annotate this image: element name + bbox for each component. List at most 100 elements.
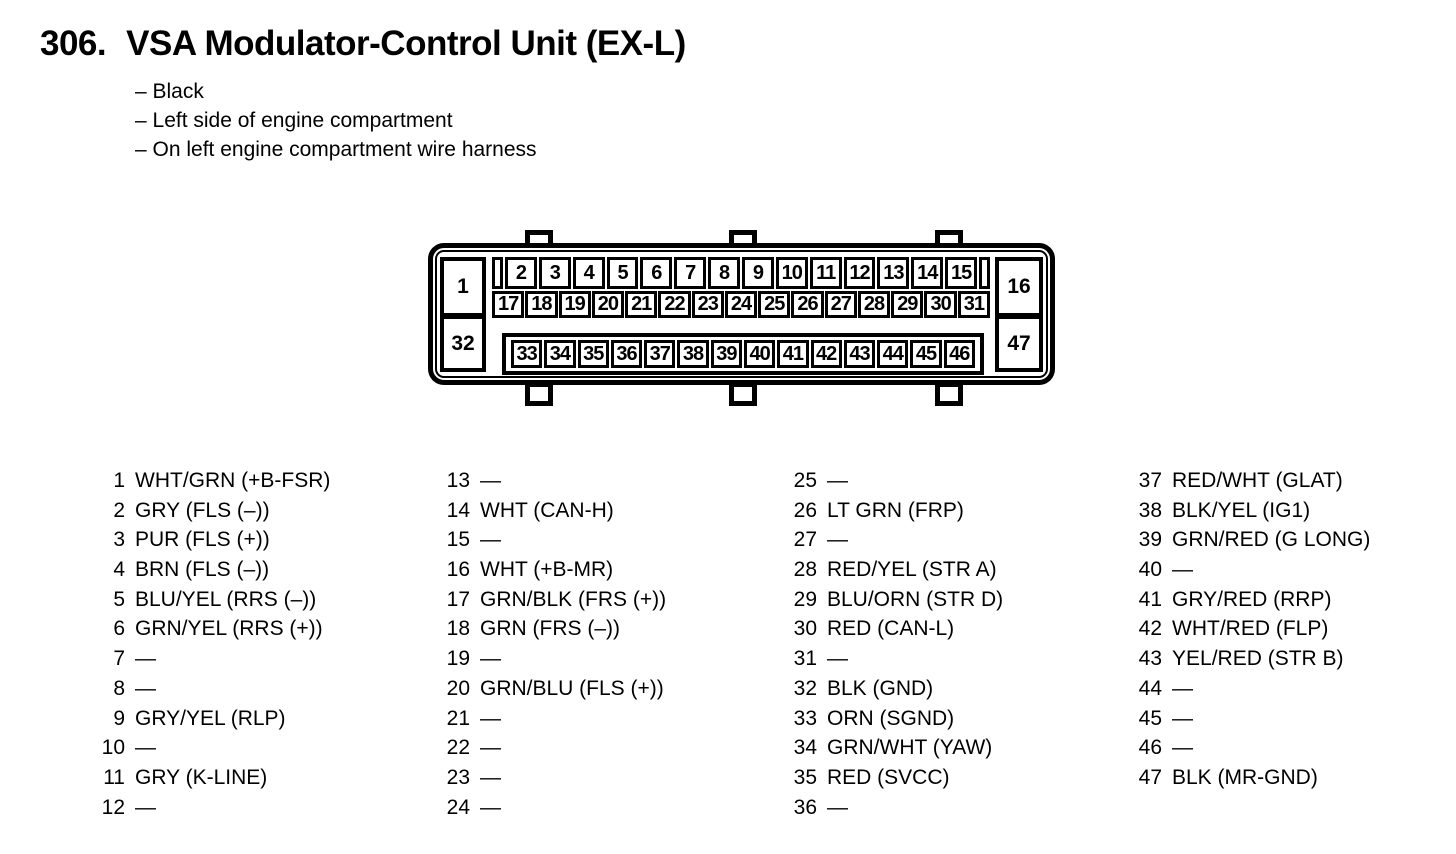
pin-description: ORN (SGND) xyxy=(827,706,955,730)
connector-tab-bottom-left xyxy=(525,382,553,406)
connector-pin-13: 13 xyxy=(877,257,910,289)
connector-pin-30: 30 xyxy=(924,291,957,318)
detail-color: – Black xyxy=(135,80,204,103)
pin-number: 25 xyxy=(793,469,817,492)
pin-description: BLU/ORN (STR D) xyxy=(827,587,1004,611)
pin-number: 15 xyxy=(446,528,470,552)
blank-cell xyxy=(979,257,990,289)
connector-pin-17: 17 xyxy=(492,291,525,318)
pin-row-11: 11 GRY (K-LINE) xyxy=(85,763,330,793)
pin-description: — xyxy=(135,736,156,760)
connector-pin-22: 22 xyxy=(658,291,691,318)
pin-row-45: 45— xyxy=(1122,704,1370,734)
connector-pin-42: 42 xyxy=(810,340,842,368)
pin-description: — xyxy=(480,647,501,671)
pin-number: 23 xyxy=(446,765,470,789)
connector-pin-5: 5 xyxy=(606,257,639,289)
pin-description: GRN/WHT (YAW) xyxy=(827,736,993,760)
pin-description: — xyxy=(480,765,501,789)
connector-pin-19: 19 xyxy=(558,291,591,318)
pin-number: 41 xyxy=(1138,587,1162,611)
pin-number: 14 xyxy=(446,498,470,522)
pin-number: 33 xyxy=(793,706,817,730)
pin-description: RED/YEL (STR A) xyxy=(827,558,997,582)
connector-pin-15: 15 xyxy=(945,257,978,289)
connector-pin-45: 45 xyxy=(910,340,942,368)
pin-number: 20 xyxy=(446,676,470,700)
pin-number: 40 xyxy=(1138,558,1162,582)
pin-description: BRN (FLS (–)) xyxy=(135,558,270,582)
pin-description: — xyxy=(135,676,156,700)
pin-number: 13 xyxy=(446,469,470,492)
pin-row-33: 33 ORN (SGND) xyxy=(777,704,1003,734)
connector-pin-36: 36 xyxy=(610,340,643,368)
connector-tab-bottom-right xyxy=(935,382,963,406)
pin-description: — xyxy=(480,469,501,492)
pin-row-13: 13 — xyxy=(430,466,666,496)
pin-description: GRN/RED (G LONG) xyxy=(1172,528,1371,552)
pin-row-40: 40— xyxy=(1122,555,1370,585)
pin-number: 36 xyxy=(793,795,817,819)
connector-pin-28: 28 xyxy=(857,291,891,318)
connector-pin-34: 34 xyxy=(544,340,576,368)
pin-description: — xyxy=(480,706,501,730)
pin-number: 2 xyxy=(113,498,125,522)
connector-pin-43: 43 xyxy=(843,340,876,368)
pin-description: — xyxy=(135,795,156,819)
pin-description: — xyxy=(827,469,848,492)
pin-row-29: 29 BLU/ORN (STR D) xyxy=(777,585,1004,615)
pin-description: — xyxy=(480,736,501,760)
connector-pin-6: 6 xyxy=(640,257,673,289)
connector-pin-37: 37 xyxy=(644,340,676,368)
pin-number: 44 xyxy=(1138,676,1162,700)
pin-number: 7 xyxy=(113,647,125,671)
pin-number: 27 xyxy=(793,528,817,552)
pin-description: WHT (CAN-H) xyxy=(480,498,614,522)
connector-pin-25: 25 xyxy=(758,291,791,318)
pin-number: 1 xyxy=(113,469,125,492)
page-title: 306. VSA Modulator-Control Unit (EX-L) xyxy=(40,24,686,64)
pin-row-12: 12— xyxy=(85,793,330,823)
pin-description: GRY (K-LINE) xyxy=(135,765,268,789)
pin-number: 31 xyxy=(793,647,817,671)
pin-description: BLK (GND) xyxy=(827,676,934,700)
connector-pin-26: 26 xyxy=(791,291,824,318)
pin-number: 26 xyxy=(793,498,817,522)
pin-description: — xyxy=(827,795,848,819)
pin-number: 9 xyxy=(113,706,125,730)
pin-number: 28 xyxy=(793,558,817,582)
pin-row-41: 41 GRY/RED (RRP) xyxy=(1122,585,1370,615)
pin-number: 4 xyxy=(113,558,125,582)
pin-number: 16 xyxy=(446,558,470,582)
pin-number: 11 xyxy=(103,765,125,789)
pin-number: 29 xyxy=(793,587,817,611)
pin-number: 21 xyxy=(446,706,470,730)
connector-pin-31: 31 xyxy=(957,291,990,318)
connector-pin-11: 11 xyxy=(809,257,842,289)
pin-number: 3 xyxy=(113,528,125,552)
connector-pin-8: 8 xyxy=(708,257,741,289)
pin-description: GRY/RED (RRP) xyxy=(1172,587,1332,611)
pin-description: — xyxy=(827,647,848,671)
pin-description: RED (CAN-L) xyxy=(827,617,955,641)
